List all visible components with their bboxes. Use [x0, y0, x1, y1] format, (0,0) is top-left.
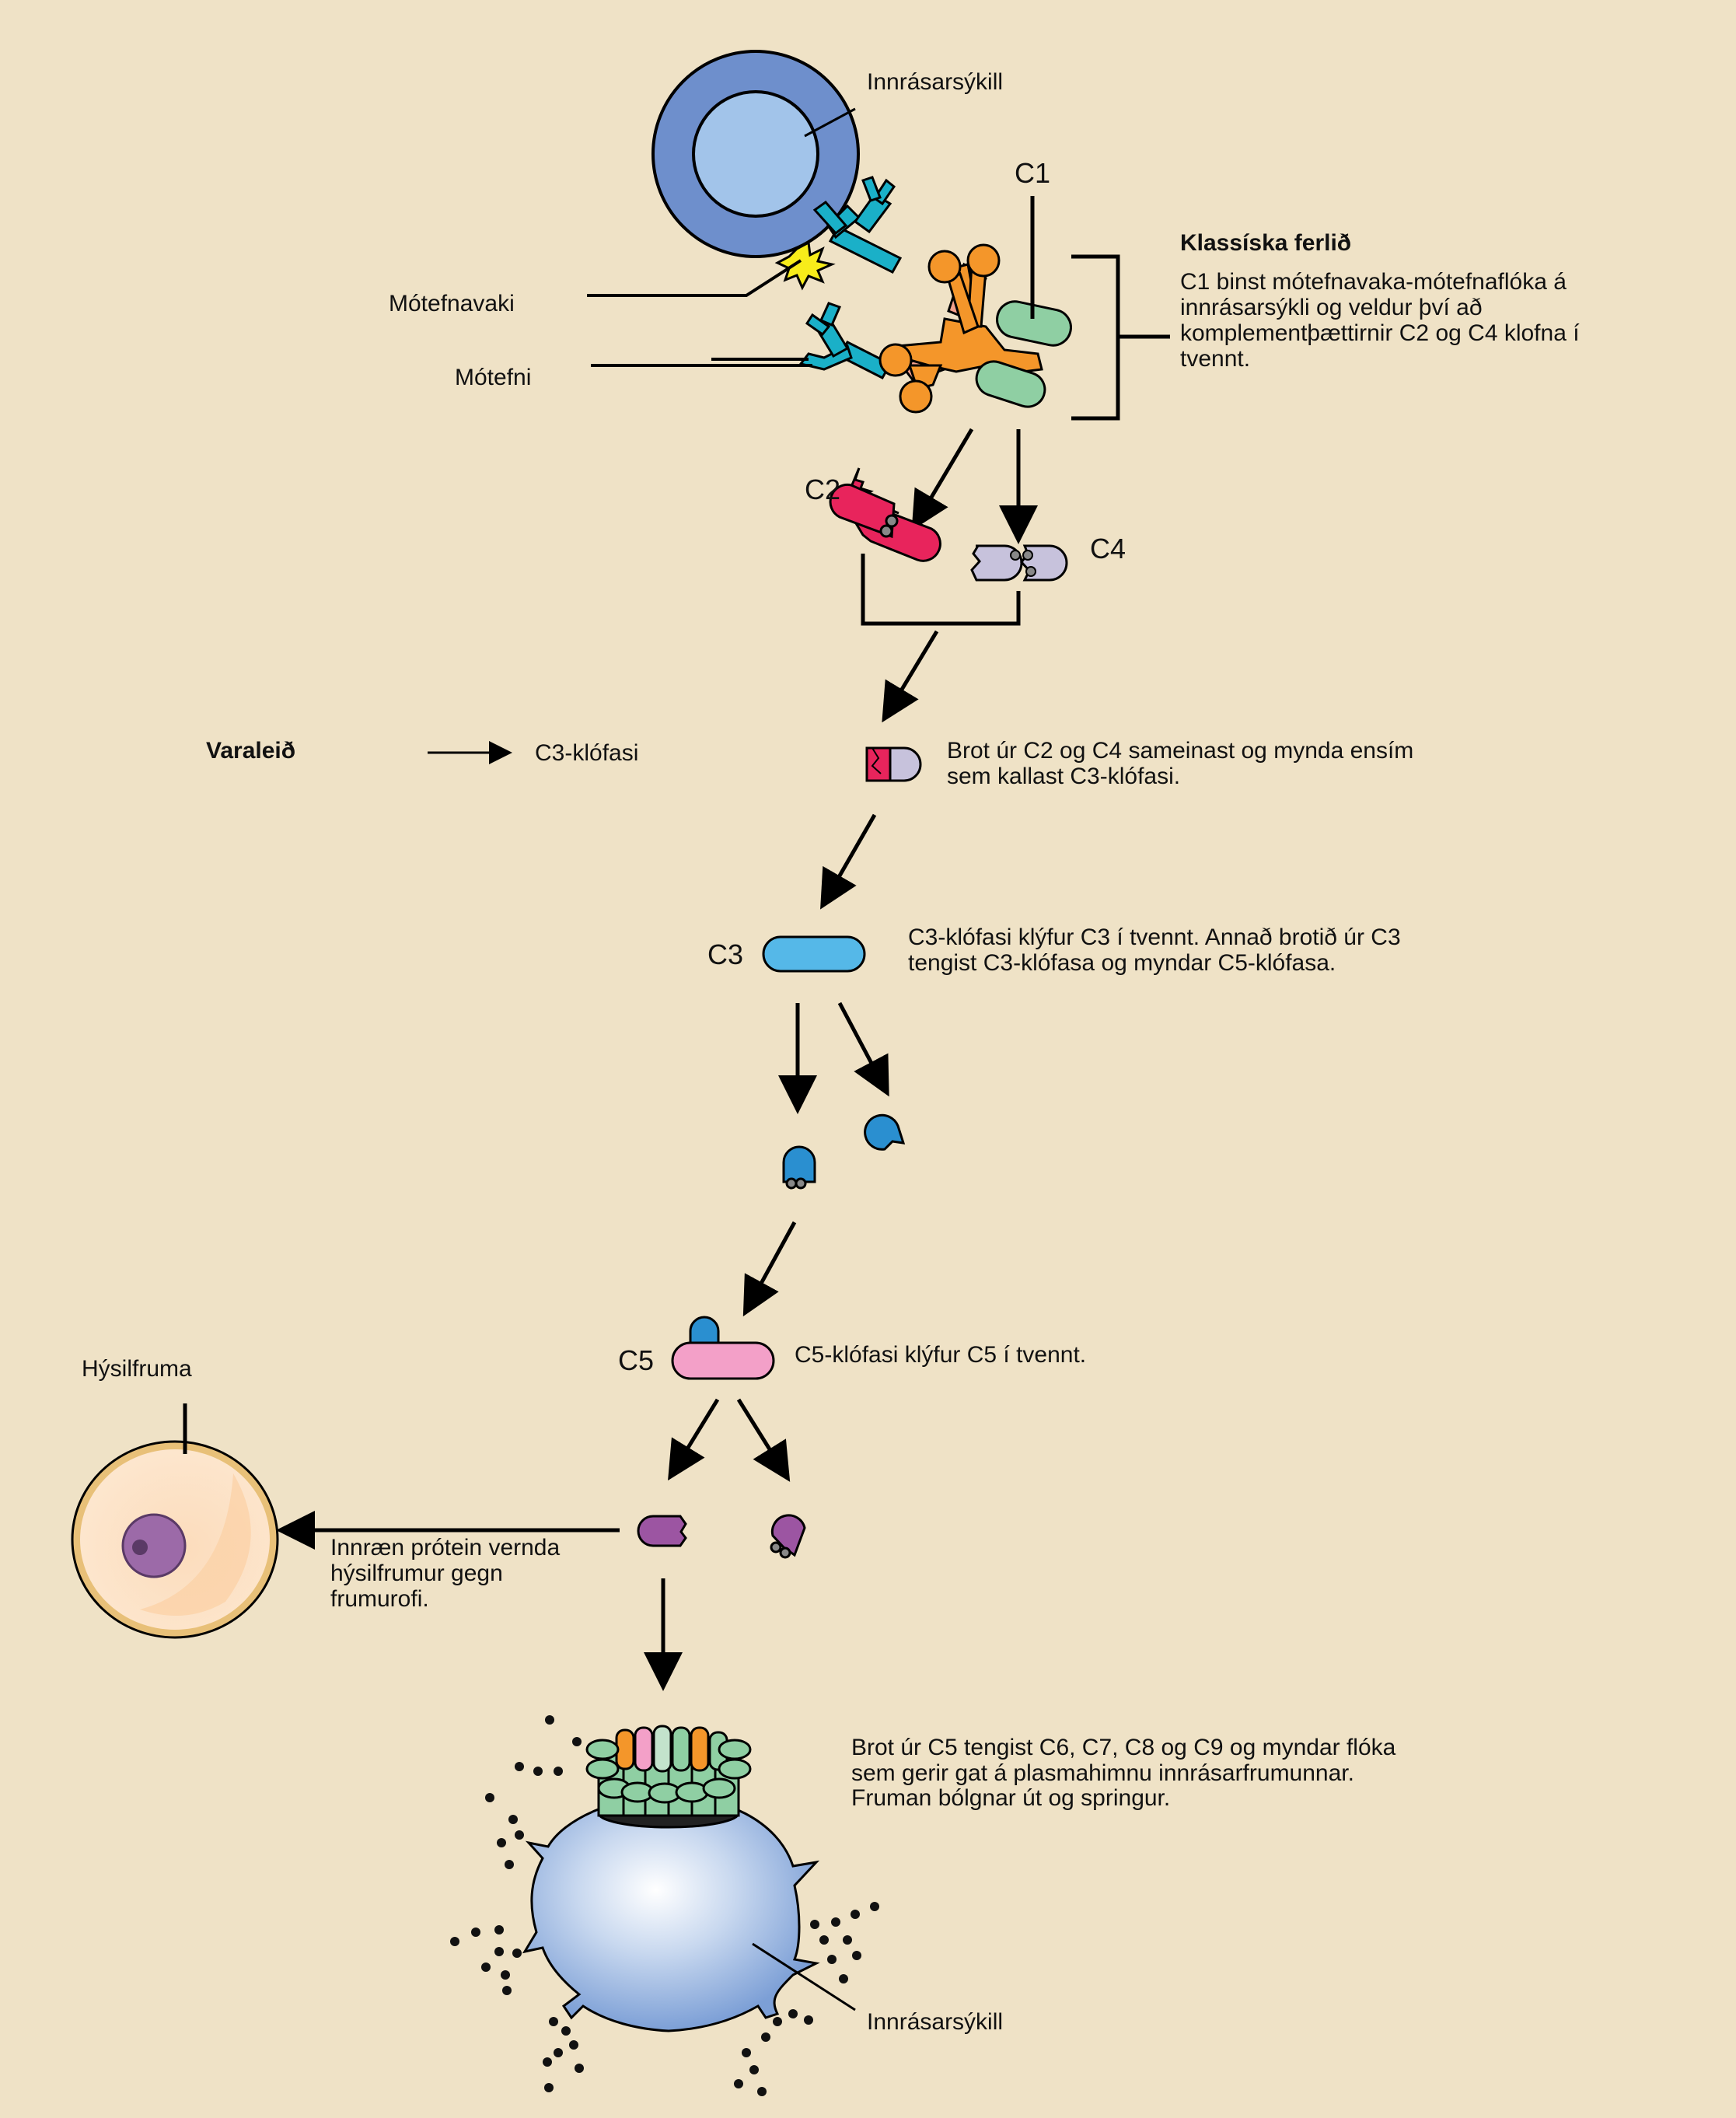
classical-bracket [1071, 254, 1120, 421]
arrow-to-convertase [882, 630, 939, 723]
host-line-1: Innræn prótein vernda [330, 1535, 560, 1561]
c3-convertase [865, 746, 922, 782]
c3a-fragment [864, 1113, 906, 1151]
c3-label: C3 [707, 938, 743, 970]
arrow-to-c3 [820, 813, 877, 910]
classical-line-4: tvennt. [1180, 346, 1250, 372]
c4-site-2 [1022, 550, 1033, 561]
classical-title: Klassíska ferlið [1180, 230, 1351, 256]
c4-site-3 [1025, 566, 1036, 577]
host-nucleus [121, 1513, 187, 1578]
c5-line-1: C5-klófasi klýfur C5 í tvennt. [795, 1342, 1086, 1368]
leaking-contents [450, 1715, 879, 2096]
alt-pathway-label: Varaleið [206, 738, 295, 764]
host-label: Hýsilfruma [82, 1356, 192, 1382]
c3-line-2: tengist C3-klófasa og myndar C5-klófasa. [908, 950, 1336, 976]
c2-fragments [829, 467, 941, 562]
c4-left-fragment-shape [970, 544, 1023, 582]
c3-molecule [762, 935, 866, 973]
mac-pore [585, 1725, 752, 1829]
arrow-c5-right [736, 1398, 791, 1482]
mac-line-2: sem gerir gat á plasmahimnu innrásarfrum… [851, 1760, 1354, 1786]
antibody-upper [812, 176, 903, 274]
antigen-star [774, 240, 836, 291]
merge-bracket [861, 554, 1021, 626]
pathogen-bottom-pointer [752, 1942, 856, 2011]
classical-line-3: komplementþættirnir C2 og C4 klofna í [1180, 320, 1580, 346]
arrow-c3-right [837, 1001, 889, 1097]
arrow-to-c5 [742, 1221, 797, 1317]
c4-label: C4 [1090, 533, 1126, 564]
c5a-fragment [770, 1514, 806, 1559]
antibody-lower [798, 302, 892, 379]
mac-line-1: Brot úr C5 tengist C6, C7, C8 og C9 og m… [851, 1735, 1396, 1760]
c4-site-1 [1010, 550, 1021, 561]
c1-complex [878, 243, 1072, 414]
host-line-2: hýsilfrumur gegn [330, 1561, 503, 1586]
arrow-c5-left [668, 1398, 720, 1481]
c5b-fragment [637, 1515, 687, 1547]
c5-convertase-cap [689, 1316, 720, 1345]
c5-molecule [671, 1341, 775, 1380]
arrow-to-c2 [911, 428, 974, 531]
classical-line-1: C1 binst mótefnavaka-mótefnaflóka á [1180, 269, 1567, 295]
convertase-line-2: sem kallast C3-klófasi. [947, 764, 1180, 789]
convertase-line-1: Brot úr C2 og C4 sameinast og mynda ensí… [947, 738, 1413, 764]
pathogen-bottom-label: Innrásarsýkill [867, 2009, 1003, 2035]
classical-line-2: innrásarsýkli og veldur því að [1180, 295, 1483, 320]
host-cell [71, 1440, 279, 1639]
c3-line-1: C3-klófasi klýfur C3 í tvennt. Annað bro… [908, 924, 1401, 950]
c5-label: C5 [618, 1344, 654, 1376]
c3b-fragment [782, 1145, 816, 1190]
pathogen-top-label: Innrásarsýkill [867, 69, 1003, 95]
c2-label: C2 [805, 474, 840, 505]
c1-label: C1 [1015, 157, 1050, 189]
antigen-pointer [587, 259, 802, 297]
host-line-3: frumurofi. [330, 1586, 429, 1612]
pathogen-top [651, 50, 860, 258]
pathogen-bottom [522, 1795, 820, 2032]
alt-convertase-label: C3-klófasi [535, 740, 638, 766]
mac-line-3: Fruman bólgnar út og springur. [851, 1785, 1170, 1811]
antibody-label: Mótefni [455, 365, 531, 390]
antigen-label: Mótefnavaki [389, 291, 515, 316]
